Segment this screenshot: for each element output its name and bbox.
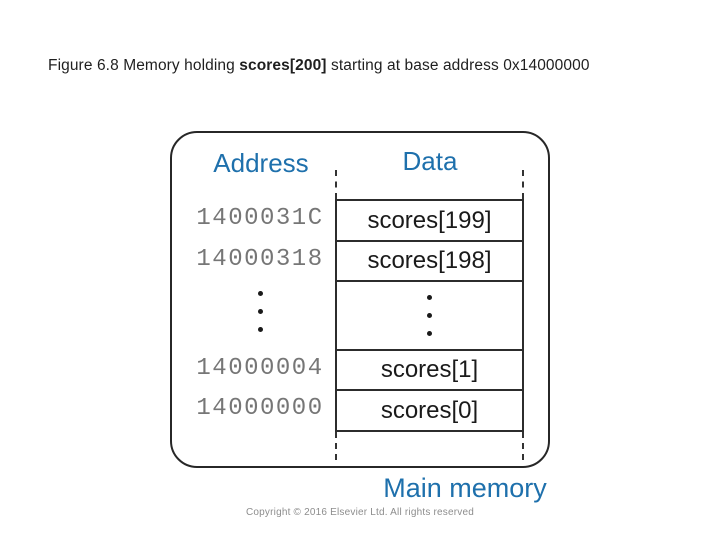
address-ellipsis <box>258 291 263 336</box>
address-column-header: Address <box>213 148 309 178</box>
ellipsis-dot <box>427 331 432 336</box>
address-value: 14000318 <box>196 246 324 273</box>
address-value: 14000004 <box>196 355 324 382</box>
ellipsis-dot <box>258 291 263 296</box>
figure-title-prefix: Figure 6.8 Memory holding <box>48 57 240 74</box>
figure-title: Figure 6.8 Memory holding scores[200] st… <box>48 57 688 75</box>
main-memory-caption: Main memory <box>383 473 547 503</box>
address-value: 14000000 <box>196 395 324 422</box>
ellipsis-dot <box>258 327 263 332</box>
memory-cell: scores[198] <box>337 242 522 282</box>
copyright-notice: Copyright © 2016 Elsevier Ltd. All right… <box>245 507 475 518</box>
dashed-line-top-left <box>335 170 337 199</box>
memory-cell: scores[0] <box>380 397 479 424</box>
memory-diagram-box: Address Data 1400031C 14000318 14000004 … <box>170 131 550 468</box>
dashed-line-top-right <box>522 170 524 199</box>
ellipsis-dot <box>258 309 263 314</box>
memory-data-table: scores[199] scores[198] scores[1] scores… <box>335 199 524 432</box>
dashed-line-bottom-left <box>335 432 337 460</box>
figure-title-suffix: starting at base address 0x14000000 <box>326 57 590 74</box>
ellipsis-dot <box>427 313 432 318</box>
memory-cell: scores[1] <box>337 351 522 391</box>
figure-title-emphasis: scores[200] <box>239 57 327 74</box>
address-value: 1400031C <box>196 205 324 232</box>
memory-cell-ellipsis <box>337 282 522 351</box>
data-column-header: Data <box>402 146 458 176</box>
ellipsis-dot <box>427 295 432 300</box>
dashed-line-bottom-right <box>522 432 524 460</box>
memory-cell: scores[199] <box>337 201 522 242</box>
